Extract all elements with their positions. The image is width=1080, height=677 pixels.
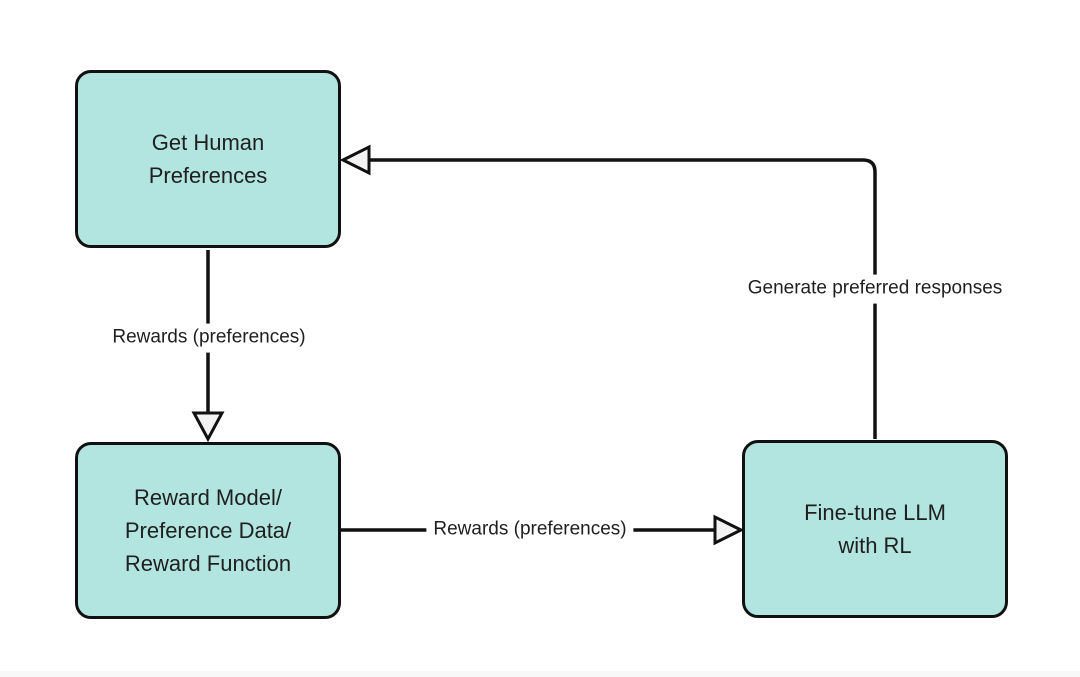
- node-get-human-preferences-label: Get Human Preferences: [148, 130, 268, 188]
- bottom-edge-strip: [0, 671, 1080, 677]
- node-fine-tune-llm-label: Fine-tune LLM with RL: [804, 500, 946, 558]
- edge-label-rewards-preferences-right: Rewards (preferences): [426, 515, 634, 545]
- arrowhead-left-icon: [339, 144, 371, 176]
- node-fine-tune-llm: Fine-tune LLM with RL: [742, 440, 1008, 618]
- arrowhead-right-icon: [713, 514, 745, 546]
- node-get-human-preferences: Get Human Preferences: [75, 70, 341, 248]
- node-reward-model-label: Reward Model/ Preference Data/ Reward Fu…: [124, 485, 292, 576]
- node-reward-model: Reward Model/ Preference Data/ Reward Fu…: [75, 442, 341, 619]
- edge-label-rewards-preferences-down: Rewards (preferences): [105, 323, 313, 353]
- edge-label-generate-preferred-responses: Generate preferred responses: [740, 274, 1010, 304]
- edge-finetune-to-preferences: [369, 158, 877, 439]
- arrowhead-down-icon: [191, 411, 225, 443]
